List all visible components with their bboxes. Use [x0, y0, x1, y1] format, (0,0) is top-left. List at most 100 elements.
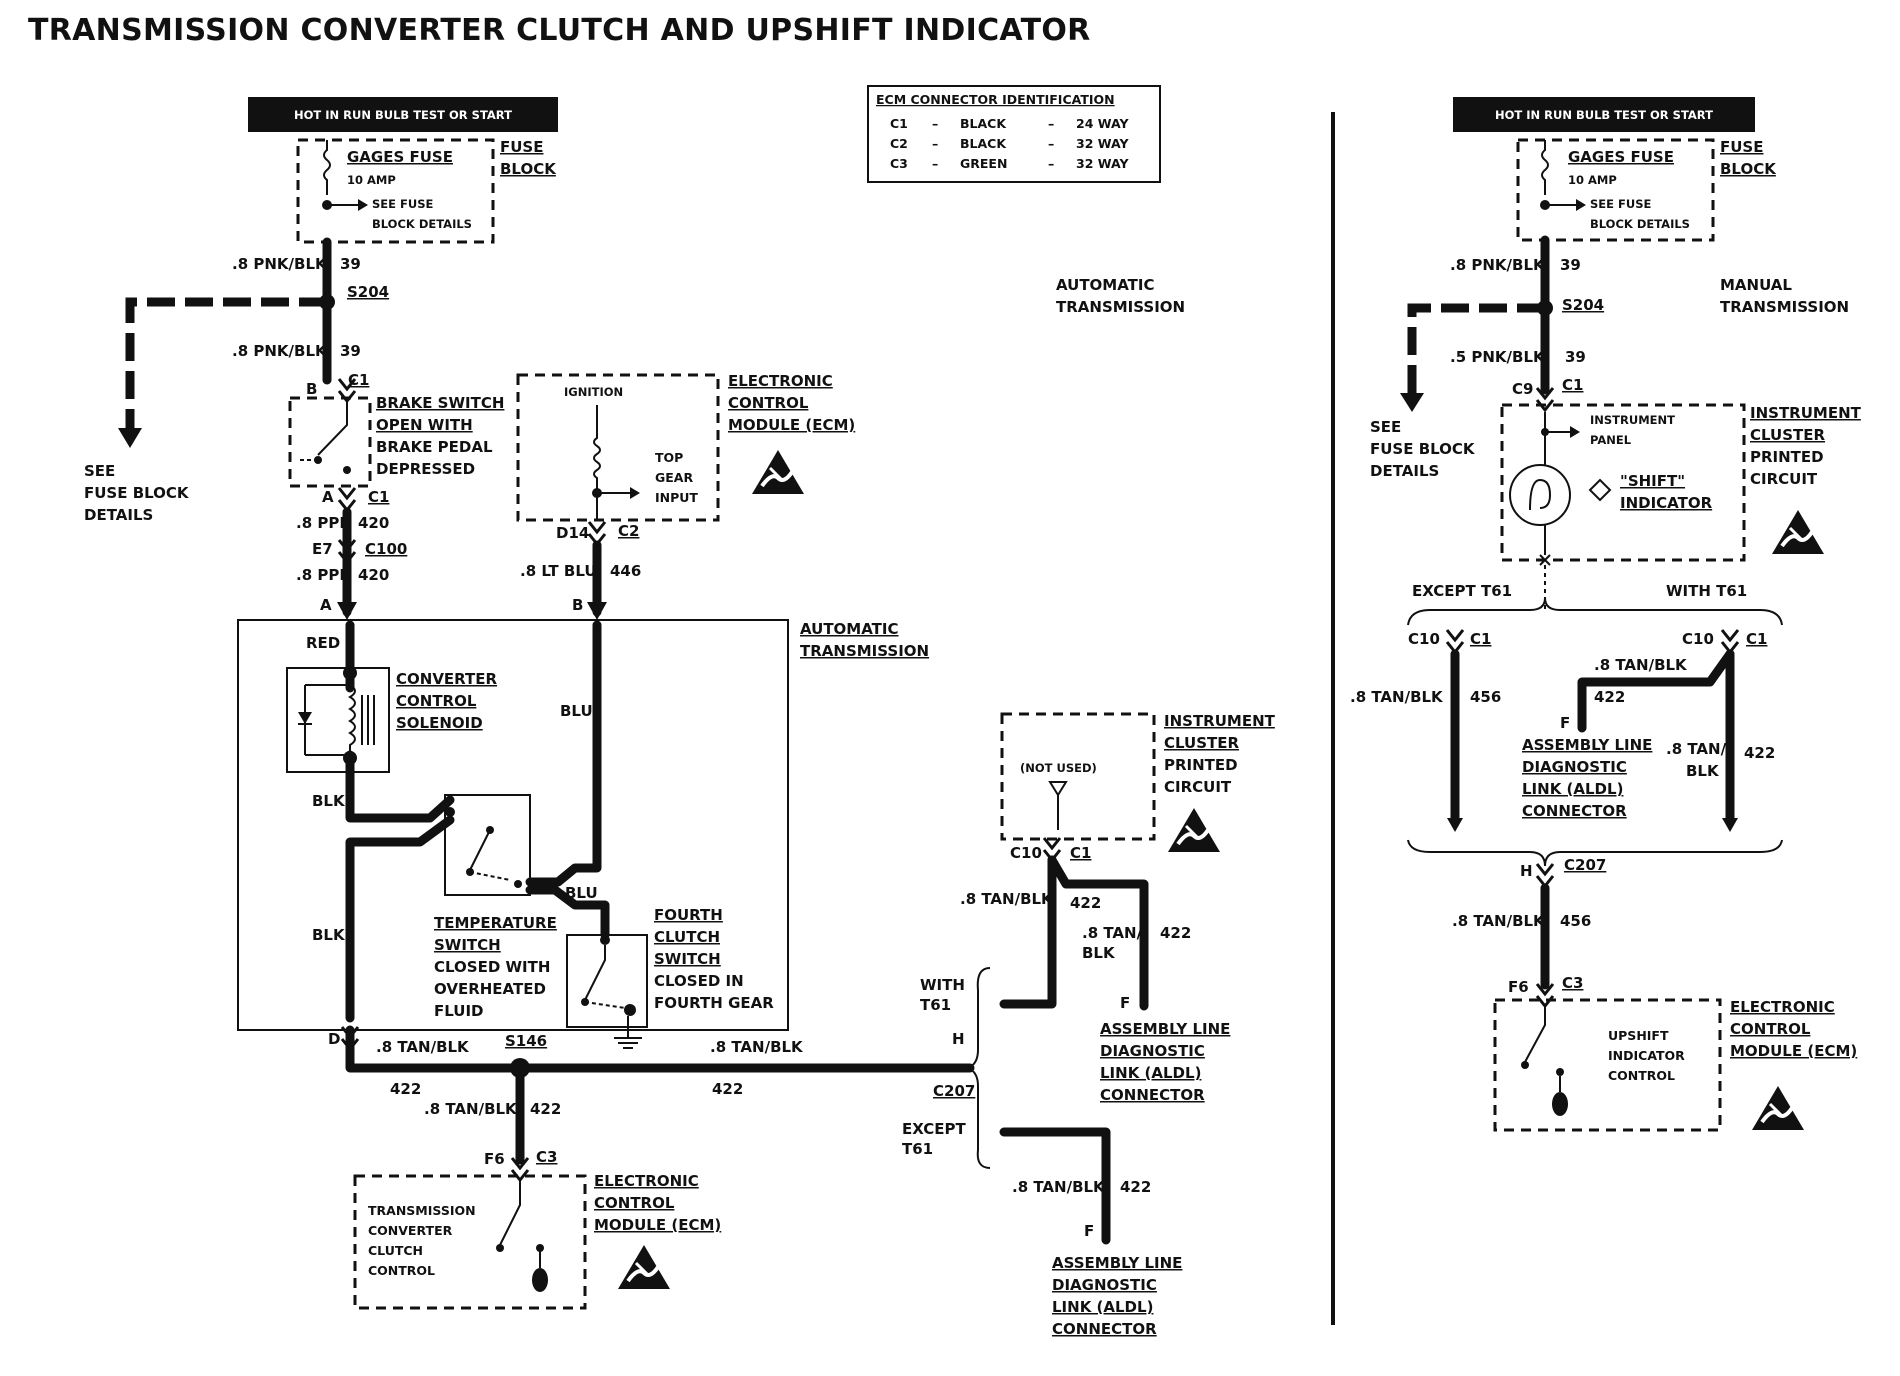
with-t61-1: WITH — [920, 976, 965, 994]
manual-tan-split-2: BLK — [1686, 762, 1720, 780]
automatic-section: HOT IN RUN BULB TEST OR START GAGES FUSE… — [84, 85, 1276, 1338]
ecm-top-resistor — [593, 405, 601, 520]
circuit-422-3: 422 — [530, 1100, 561, 1118]
solenoid-text-3: SOLENOID — [396, 714, 483, 732]
temp-text-5: FLUID — [434, 1002, 483, 1020]
manual-aldl-3: LINK (ALDL) — [1522, 780, 1623, 798]
cluster-manual-name-2: CLUSTER — [1750, 426, 1825, 444]
wire-blk-lower — [345, 815, 455, 1023]
ecm-id-way3: 32 WAY — [1076, 156, 1129, 171]
hot-bar-text: HOT IN RUN BULB TEST OR START — [294, 108, 512, 122]
fuse-rating: 10 AMP — [347, 173, 396, 187]
except-t61-2: T61 — [902, 1140, 933, 1158]
ecm-bottom-name-3: MODULE (ECM) — [594, 1216, 721, 1234]
ecm-top-pin: D14 — [556, 524, 589, 542]
ecm-bottom-func-2: CONVERTER — [368, 1223, 453, 1238]
auto-section-1: AUTOMATIC — [1056, 276, 1155, 294]
svg-text:–: – — [1048, 116, 1054, 131]
brake-text-1: BRAKE SWITCH — [376, 394, 504, 412]
wire-39-to-fuse-block — [125, 297, 327, 430]
wire-tan-5: .8 TAN/BLK — [1012, 1178, 1106, 1196]
ecm-top-conn: C2 — [618, 522, 639, 540]
except-t61-1: EXCEPT — [902, 1120, 967, 1138]
svg-text:–: – — [1048, 136, 1054, 151]
fuse-see-2: BLOCK DETAILS — [372, 217, 472, 231]
manual-pin-h: H — [1520, 862, 1533, 880]
c100-label: C100 — [365, 540, 407, 558]
fourth-text-4: CLOSED IN — [654, 972, 744, 990]
solenoid-box — [286, 667, 390, 773]
fourth-text-5: FOURTH GEAR — [654, 994, 774, 1012]
wire-pnk-2: .8 PNK/BLK — [232, 342, 328, 360]
trans-pin-b: B — [572, 596, 583, 614]
brake-pin-b: B — [306, 380, 317, 398]
wire-ltblu: .8 LT BLU — [520, 562, 597, 580]
cluster-auto-name-4: CIRCUIT — [1164, 778, 1232, 796]
trans-pin-d: D — [328, 1030, 340, 1048]
circuit-422-2: 422 — [712, 1080, 743, 1098]
manual-c207: C207 — [1564, 856, 1606, 874]
c207-bracket — [965, 967, 991, 1169]
indicator-text-1: "SHIFT" — [1620, 472, 1685, 490]
ecm-id-way1: 24 WAY — [1076, 116, 1129, 131]
trans-label-2: TRANSMISSION — [800, 642, 929, 660]
ecm-id-table — [867, 85, 1161, 183]
wire-ppl-1: .8 PPL — [296, 514, 349, 532]
c207-label: C207 — [933, 1082, 975, 1100]
manual-c10-right: C10 — [1682, 630, 1714, 648]
circuit-422-5: 422 — [1160, 924, 1191, 942]
svg-text:–: – — [1048, 156, 1054, 171]
aldl-pin-f-1: F — [1120, 994, 1130, 1012]
wire-blu-lower — [525, 885, 610, 940]
ecm-id-c2: C2 — [890, 136, 908, 151]
ecm-manual-name-2: CONTROL — [1730, 1020, 1811, 1038]
brake-switch-box — [288, 396, 372, 488]
svg-text:–: – — [932, 136, 938, 151]
c207-pin-h: H — [952, 1030, 965, 1048]
manual-aldl-2: DIAGNOSTIC — [1522, 758, 1627, 776]
ecm-bottom-box — [353, 1174, 587, 1310]
manual-c9: C9 — [1512, 380, 1533, 398]
hot-bar — [248, 97, 558, 132]
ecm-id-row: C3 – GREEN – 32 WAY — [890, 156, 1129, 171]
diagram-title: TRANSMISSION CONVERTER CLUTCH AND UPSHIF… — [28, 13, 1091, 48]
svg-text:–: – — [932, 116, 938, 131]
fuse-see-1: SEE FUSE — [372, 197, 433, 211]
ecm-top-name-3: MODULE (ECM) — [728, 416, 855, 434]
aldl-pin-f-2: F — [1084, 1222, 1094, 1240]
auto-section-2: TRANSMISSION — [1056, 298, 1185, 316]
manual-c10-left: C10 — [1408, 630, 1440, 648]
manual-aldl-pin-f: F — [1560, 714, 1570, 732]
cluster-auto-name-2: CLUSTER — [1164, 734, 1239, 752]
ecm-manual-box — [1493, 998, 1722, 1132]
manual-wire-tan-2: .8 TAN/BLK — [1594, 656, 1688, 674]
pin-e7: E7 — [312, 540, 333, 558]
manual-section-2: TRANSMISSION — [1720, 298, 1849, 316]
s204-manual: S204 — [1562, 296, 1604, 314]
shift-indicator-lamp — [1509, 464, 1571, 526]
manual-section-1: MANUAL — [1720, 276, 1792, 294]
brake-text-3: BRAKE PEDAL — [376, 438, 493, 456]
ecm-manual-func-2: INDICATOR — [1608, 1048, 1685, 1063]
circuit-39-2: 39 — [340, 342, 361, 360]
ecm-manual-func-1: UPSHIFT — [1608, 1028, 1669, 1043]
temp-text-2: SWITCH — [434, 936, 501, 954]
hot-bar-manual-text: HOT IN RUN BULB TEST OR START — [1495, 108, 1713, 122]
cluster-auto-name-1: INSTRUMENT — [1164, 712, 1276, 730]
aldl-2-text-2: DIAGNOSTIC — [1052, 1276, 1157, 1294]
ecm-id-color2: BLACK — [960, 136, 1007, 151]
ecm-manual-name-1: ELECTRONIC — [1730, 998, 1835, 1016]
indicator-text-2: INDICATOR — [1620, 494, 1713, 512]
fourth-text-2: CLUTCH — [654, 928, 720, 946]
circuit-422-4: 422 — [1070, 894, 1101, 912]
fuse-see-1-manual: SEE FUSE — [1590, 197, 1651, 211]
ecm-top-name-2: CONTROL — [728, 394, 809, 412]
cluster-auto-c1: C1 — [1070, 844, 1091, 862]
brake-c1-top: C1 — [348, 371, 369, 389]
brake-switch-contact — [317, 400, 348, 456]
wire-red: RED — [306, 634, 340, 652]
wire-tan-1: .8 TAN/BLK — [376, 1038, 470, 1056]
fuse-name-manual: GAGES FUSE — [1568, 148, 1674, 166]
ecm-top-input-3: INPUT — [655, 490, 698, 505]
ecm-id-row: C1 – BLACK – 24 WAY — [890, 116, 1129, 131]
